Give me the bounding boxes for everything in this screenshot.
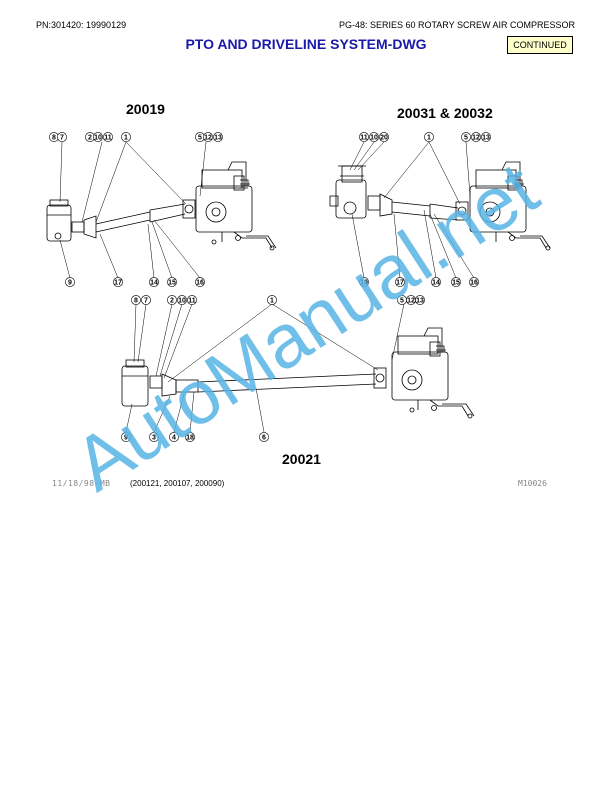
callout-number: 1 (124, 134, 128, 141)
callout-bubble (203, 132, 213, 142)
callout-number: 1 (270, 297, 274, 304)
callout-bubble (359, 132, 369, 142)
driveshaft-20019 (95, 211, 151, 233)
page-title: PTO AND DRIVELINE SYSTEM-DWG (185, 36, 427, 52)
callout-bubble (431, 277, 441, 287)
air-compressor-20019 (195, 161, 277, 251)
callout-number: 7 (144, 297, 148, 304)
callout-number: 15 (452, 279, 460, 286)
callout-bubble (461, 132, 471, 142)
driveshaft-20021 (197, 373, 377, 393)
air-compressor-20031 (469, 161, 551, 251)
callout-number: 17 (396, 279, 404, 286)
callout-number: 3 (152, 434, 156, 441)
callout-number: 10 (178, 297, 186, 304)
callout-bubble (169, 432, 179, 442)
callout-number: 12 (407, 297, 415, 304)
callout-bubble (259, 432, 269, 442)
callout-number: 7 (60, 134, 64, 141)
callout-bubble (195, 277, 205, 287)
callout-number: 13 (416, 297, 424, 304)
callout-number: 16 (196, 279, 204, 286)
callout-number: 20 (380, 134, 388, 141)
callout-bubble (395, 277, 405, 287)
assembly-20031-drawing (329, 141, 551, 279)
callout-number: 16 (470, 279, 478, 286)
callout-bubble (369, 132, 379, 142)
callout-bubble (57, 132, 67, 142)
callout-number: 6 (262, 434, 266, 441)
callout-bubble (415, 295, 425, 305)
callout-number: 17 (114, 279, 122, 286)
callout-number: 12 (472, 134, 480, 141)
callout-bubble (177, 295, 187, 305)
callout-number: 5 (400, 297, 404, 304)
callout-number: 5 (464, 134, 468, 141)
drawing-date: 11/18/98-MB (52, 479, 111, 488)
pto-gearbox (46, 204, 72, 242)
callout-bubble (113, 277, 123, 287)
callout-number: 15 (168, 279, 176, 286)
callout-number: 9 (68, 279, 72, 286)
callout-number: 14 (432, 279, 440, 286)
callout-bubble (187, 295, 197, 305)
pto-unit (335, 179, 367, 219)
assembly-label-20021: 20021 (282, 451, 321, 467)
callout-bubble (167, 295, 177, 305)
drawing-reference: M10026 (518, 479, 547, 488)
callout-bubble (359, 277, 369, 287)
callout-bubble (93, 132, 103, 142)
callout-bubble (469, 277, 479, 287)
callout-bubble (424, 132, 434, 142)
callout-bubble (267, 295, 277, 305)
pto-gearbox-20021 (121, 365, 149, 407)
callout-number: 18 (186, 434, 194, 441)
callout-number: 10 (370, 134, 378, 141)
callout-number: 12 (204, 134, 212, 141)
continued-badge: CONTINUED (507, 36, 573, 54)
header-page-title: PG-48: SERIES 60 ROTARY SCREW AIR COMPRE… (338, 20, 575, 30)
callout-number: 11 (360, 134, 368, 141)
callout-bubble (121, 432, 131, 442)
callout-bubble (451, 277, 461, 287)
callout-bubble (185, 432, 195, 442)
callout-number: 4 (172, 434, 176, 441)
callout-bubble (149, 432, 159, 442)
callout-bubble (149, 277, 159, 287)
air-compressor-20021 (391, 327, 475, 419)
callout-number: 9 (124, 434, 128, 441)
callout-number: 13 (214, 134, 222, 141)
callout-number: 14 (150, 279, 158, 286)
assembly-label-20019: 20019 (126, 101, 165, 117)
callout-number: 10 (94, 134, 102, 141)
assembly-label-20031-20032: 20031 & 20032 (397, 105, 493, 121)
callout-bubble (121, 132, 131, 142)
callout-bubble (131, 295, 141, 305)
callout-number: 19 (360, 279, 368, 286)
callout-bubble (167, 277, 177, 287)
callout-bubble (141, 295, 151, 305)
callout-number: 1 (427, 134, 431, 141)
callout-bubble (213, 132, 223, 142)
callout-bubble (379, 132, 389, 142)
driveshaft-20031 (391, 201, 431, 217)
callout-number: 2 (88, 134, 92, 141)
callout-bubble (481, 132, 491, 142)
callout-number: 11 (104, 134, 112, 141)
callout-number: 5 (198, 134, 202, 141)
callout-number: 13 (482, 134, 490, 141)
callout-bubble (471, 132, 481, 142)
assembly-20019-drawing (46, 141, 277, 279)
callout-bubble (65, 277, 75, 287)
model-list: (200121, 200107, 200090) (130, 479, 225, 488)
callout-number: 8 (52, 134, 56, 141)
callout-number: 11 (188, 297, 196, 304)
assembly-20021-drawing (121, 303, 475, 433)
header-part-number: PN:301420: 19990129 (36, 20, 127, 30)
callout-number: 2 (170, 297, 174, 304)
callout-bubble (103, 132, 113, 142)
callout-number: 8 (134, 297, 138, 304)
